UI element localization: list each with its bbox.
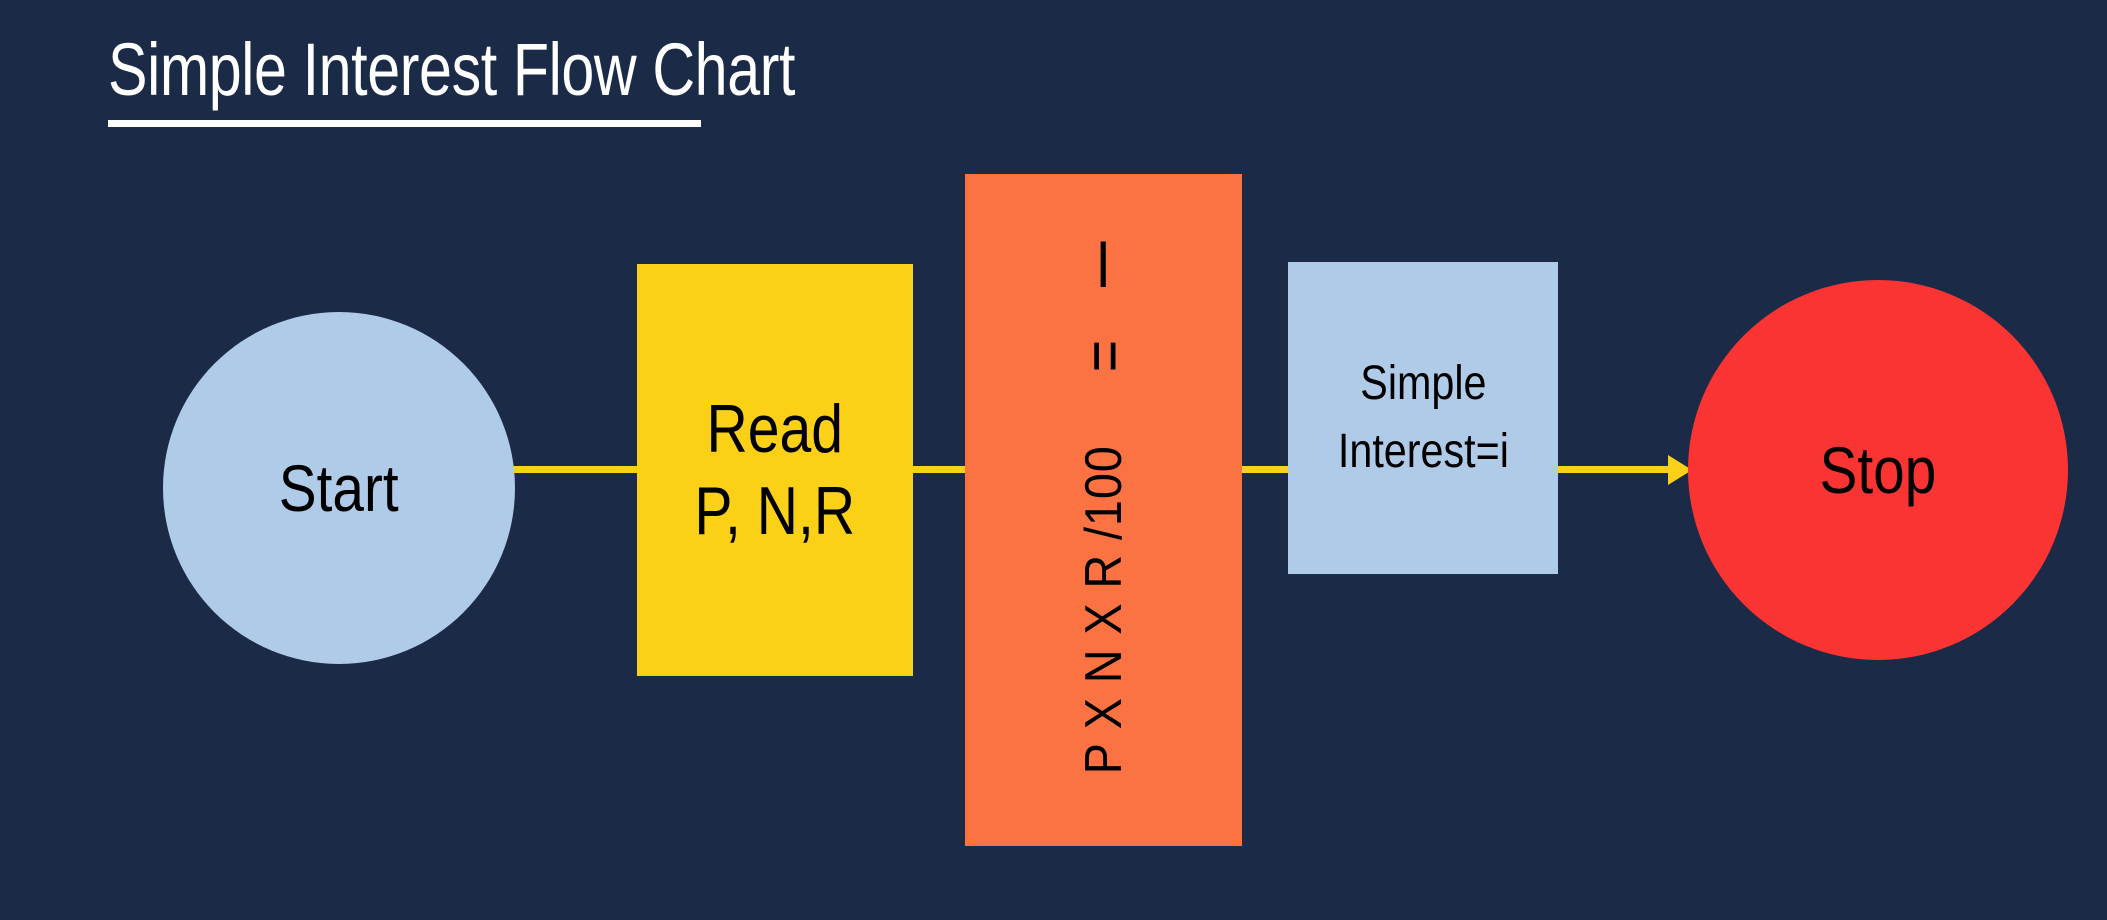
node-result[interactable]: Simple Interest=i — [1288, 262, 1558, 574]
node-read[interactable]: Read P, N,R — [637, 264, 913, 676]
node-formula-expression: P X N X R /100 — [1074, 445, 1133, 775]
page-title: Simple Interest Flow Chart — [108, 28, 796, 111]
node-stop[interactable]: Stop — [1688, 280, 2068, 660]
node-result-label: Simple Interest=i — [1337, 357, 1509, 478]
edge-start-read — [511, 466, 643, 473]
node-start[interactable]: Start — [163, 312, 515, 664]
title-underline — [108, 120, 701, 127]
node-stop-label: Stop — [1819, 433, 1937, 507]
edge-formula-result — [1236, 466, 1294, 473]
node-formula[interactable]: I = P X N X R /100 — [965, 174, 1242, 846]
node-formula-variable: I — [1095, 227, 1112, 302]
title-block: Simple Interest Flow Chart — [108, 28, 908, 136]
node-formula-label: I = P X N X R /100 — [1066, 227, 1140, 793]
node-formula-equals: = — [1066, 339, 1141, 373]
node-start-label: Start — [279, 451, 399, 525]
edge-read-formula — [907, 466, 971, 473]
node-read-label: Read P, N,R — [694, 391, 856, 549]
edge-result-stop — [1552, 466, 1672, 473]
